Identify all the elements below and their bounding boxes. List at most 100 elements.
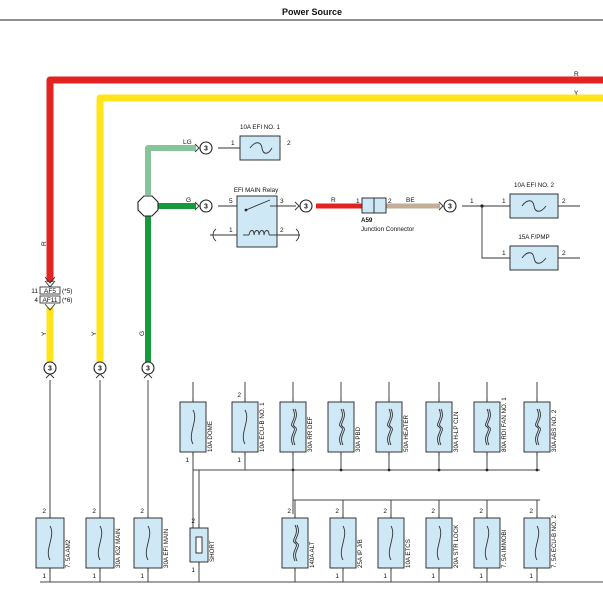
junction-pin-1: 1 [356, 198, 360, 205]
fuse-label: 140A ALT [309, 541, 316, 568]
upper-fuse-4: 30A PBD [327, 398, 362, 456]
junction-id: A59 [361, 217, 373, 224]
fuse-label: SHORT [209, 540, 216, 562]
efi-main-relay: EFI MAIN Relay 5 3 1 2 [210, 187, 300, 248]
fuse-pin-bottom: 1 [140, 573, 144, 580]
fuse-pin-top: 2 [42, 508, 46, 515]
connector-note-top: (*5) [62, 288, 72, 295]
fuse-efi-no1: 10A EFI NO. 1 1 2 [218, 124, 291, 161]
wire-red [46, 76, 603, 282]
connector-pin-bottom: 4 [34, 297, 38, 304]
circle-marker-number: 3 [304, 203, 308, 210]
fuse-pin-top: 2 [237, 392, 241, 399]
circle-marker-number: 3 [48, 365, 52, 372]
fuse-pin-top: 2 [383, 508, 387, 515]
relay-title: EFI MAIN Relay [234, 187, 279, 194]
wire-label-y-left-bottom: Y [41, 331, 48, 336]
fuse-label: 30A PBD [355, 426, 362, 452]
connector-label-af11: AF11 [42, 297, 57, 304]
fuse-pin-top: 2 [140, 508, 144, 515]
fuse-efi-no2-pin-right: 2 [562, 198, 566, 205]
lower-right-fuse-5: 2 1 7. 5A IMMOBI [473, 508, 508, 580]
wire-light-green [145, 145, 196, 195]
wire-label-r-top: R [574, 71, 579, 78]
circle-marker-r: 3 [294, 199, 313, 213]
relay-pin-3: 3 [280, 198, 284, 205]
connector-pin-top: 11 [31, 288, 38, 295]
fuse-pin-top: 2 [287, 508, 291, 515]
fuse-pin-top: 2 [479, 508, 483, 515]
fuse-fpmp: 15A F/PMP 1 2 [502, 234, 580, 271]
circle-marker-number: 3 [204, 145, 208, 152]
fuse-efi-no1-pin-right: 2 [287, 140, 291, 147]
fuse-pin-top: 2 [335, 508, 339, 515]
fuse-block-bus [40, 380, 603, 583]
fuse-label: 30A IG2 MAIN [115, 528, 122, 568]
fuse-pin-bottom: 1 [479, 573, 483, 580]
fuse-label: 7. 5A IMMOBI [501, 529, 508, 568]
fuse-pin-bottom: 1 [42, 573, 46, 580]
fuse-label-fpmp: 15A F/PMP [518, 234, 549, 241]
fuse-fpmp-pin-right: 2 [562, 250, 566, 257]
fuse-label: 80A RDI FAN NO. 1 [501, 397, 508, 452]
fuse-pin-bottom: 1 [191, 567, 195, 574]
fuse-label: 7. 5A ECU-B NO. 2 [551, 514, 558, 568]
circle-marker-g: 3 [194, 199, 213, 213]
fuse-label-efi-no2: 10A EFI NO. 2 [514, 182, 554, 189]
upper-fuse-8: 30A ABS NO. 2 [523, 398, 558, 456]
fuse-label: 30A ABS NO. 2 [551, 409, 558, 452]
fuse-label: 7. 5A AM2 [65, 539, 72, 568]
circle-markers: 3 3 3 3 3 3 3 [43, 141, 457, 379]
fuse-label: 50A HEATER [403, 414, 410, 452]
diagram-title: Power Source [282, 7, 342, 17]
circle-marker-ig2: 3 [93, 361, 107, 379]
circle-marker-number: 3 [448, 203, 452, 210]
fuse-efi-no2: 10A EFI NO. 2 1 2 [502, 182, 580, 219]
fuse-fpmp-pin-left: 1 [502, 250, 506, 257]
wire-label-y-left-top: Y [91, 331, 98, 336]
wire-splice-octagon [137, 195, 159, 217]
lower-left-fuse-1: 2 1 7. 5A AM2 [35, 508, 72, 580]
circle-marker-number: 3 [146, 365, 150, 372]
wire-label-g-horizontal: G [186, 197, 191, 204]
wire-label-be: BE [406, 197, 415, 204]
fuse-pin-top: 2 [92, 508, 96, 515]
circle-marker-af: 3 [43, 361, 57, 379]
fuse-pin-bottom: 1 [92, 573, 96, 580]
circle-marker-efi: 3 [141, 361, 155, 379]
fuse-branch-pin: 1 [470, 198, 474, 205]
junction-connector-a59: 1 2 A59 Junction Connector [356, 197, 414, 233]
fuse-label-efi-no1: 10A EFI NO. 1 [240, 124, 280, 131]
upper-fuse-3: 30A RR DEF [279, 398, 314, 456]
circle-marker-be: 3 [438, 199, 457, 213]
fuse-label: 10A ECU-B NO. 1 [259, 402, 266, 452]
fuse-pin-top: 2 [529, 508, 533, 515]
upper-fuse-7: 80A RDI FAN NO. 1 [473, 397, 508, 456]
fuse-label: 30A RR DEF [307, 416, 314, 452]
fuse-label: 30A H-LP CLN [453, 412, 460, 452]
relay-pin-2: 2 [280, 227, 284, 234]
fuse-efi-no2-pin-left: 1 [502, 198, 506, 205]
lower-right-fuse-1: 2 140A ALT [281, 508, 316, 572]
fuse-label: 10A ETCS [405, 539, 412, 568]
junction-pin-2: 2 [388, 198, 392, 205]
fuse-pin-bottom: 1 [431, 573, 435, 580]
upper-fuse-6: 30A H-LP CLN [425, 398, 460, 456]
circle-marker-number: 3 [98, 365, 102, 372]
circle-marker-lg: 3 [194, 141, 213, 155]
connector-note-bottom: (*6) [62, 297, 72, 304]
wire-label-y-top: Y [574, 90, 579, 97]
wire-label-r-left: R [41, 241, 48, 246]
wire-green [145, 203, 196, 362]
fuse-pin-bottom: 1 [529, 573, 533, 580]
